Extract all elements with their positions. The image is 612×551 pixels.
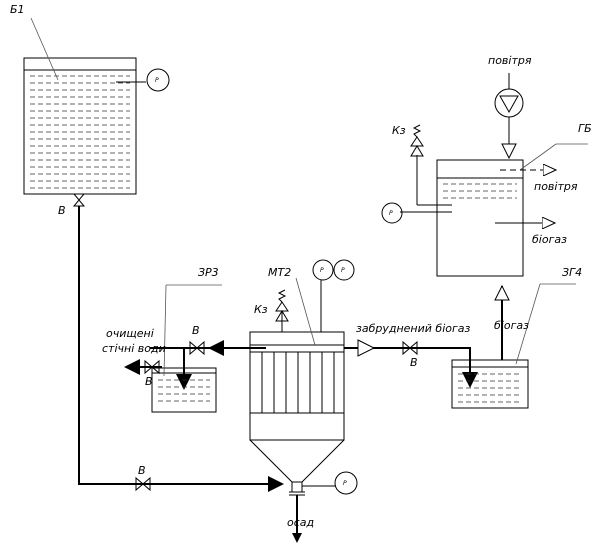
gas-holder-gb: ГБ Кз Р біогаз повітря [381, 122, 592, 277]
label-valve-b1: В [58, 204, 66, 217]
label-povitria-out: повітря [534, 180, 578, 193]
gauge-icon: Р [146, 68, 170, 92]
gauge-icon: Р [381, 202, 403, 224]
label-valve-left1: В [192, 324, 200, 337]
label-ochyshcheni-2: стічні води [102, 342, 166, 355]
label-ochyshcheni-1: очищені [106, 327, 154, 340]
flow-arrow-icon [124, 359, 140, 375]
flow-arrow-icon [494, 284, 510, 301]
flow-arrow-icon [268, 476, 284, 492]
label-kz-mid: Кз [254, 303, 268, 316]
tank-b1-liquid [30, 75, 130, 189]
flow-arrow-icon [176, 374, 192, 390]
column-mt2: осад Р МТ2 Р Р Кз [249, 259, 358, 543]
flow-arrow-icon [462, 372, 478, 388]
valve-icon [72, 193, 86, 207]
gauge-icon: Р [333, 259, 355, 281]
pipe-mt2-to-zg4 [344, 347, 471, 380]
label-mt2: МТ2 [268, 266, 291, 279]
label-kz-top: Кз [392, 124, 406, 137]
safety-valve-icon [275, 289, 289, 322]
gauge-icon: Р [312, 259, 334, 281]
label-zg4: ЗГ4 [562, 266, 582, 279]
label-osad: осад [287, 516, 314, 529]
gas-holder-gb-liquid [443, 183, 517, 199]
label-zabrudneniy: забруднений біогаз [356, 322, 471, 335]
valve-icon [135, 476, 151, 492]
label-b1: Б1 [10, 3, 25, 16]
gauge-label: Р [389, 210, 393, 217]
gauge-icon: Р [334, 471, 358, 495]
pump-icon [494, 73, 524, 160]
valve-icon [402, 340, 418, 356]
pipe-b1-to-mt2 [78, 206, 276, 485]
label-valve-left2: В [145, 375, 153, 388]
tank-b1: Б1 Р В [10, 3, 170, 217]
tank-zr3-liquid [158, 379, 210, 402]
label-valve-mid: В [410, 356, 418, 369]
tank-zg4-liquid [458, 373, 522, 403]
safety-valve-icon [410, 124, 424, 157]
tank-zg4: ЗГ4 [451, 266, 582, 409]
label-zr3: ЗР3 [198, 266, 219, 279]
label-biohaz-up: біогаз [494, 319, 529, 332]
gauge-label: Р [320, 267, 324, 274]
valve-icon [189, 340, 205, 356]
label-valve-bottom: В [138, 464, 146, 477]
label-povitria-in: повітря [488, 54, 532, 67]
flow-arrow-icon [208, 340, 224, 356]
gauge-label: Р [343, 480, 347, 487]
tank-zr3: ЗР3 [151, 266, 222, 413]
valve-icon [144, 359, 160, 375]
mt2-tube-bundle [261, 352, 335, 413]
flow-arrow-icon [357, 339, 376, 357]
gauge-label: Р [341, 267, 345, 274]
gauge-label: Р [155, 77, 159, 84]
label-biohaz-out: біогаз [532, 233, 567, 246]
label-gb: ГБ [578, 122, 592, 135]
